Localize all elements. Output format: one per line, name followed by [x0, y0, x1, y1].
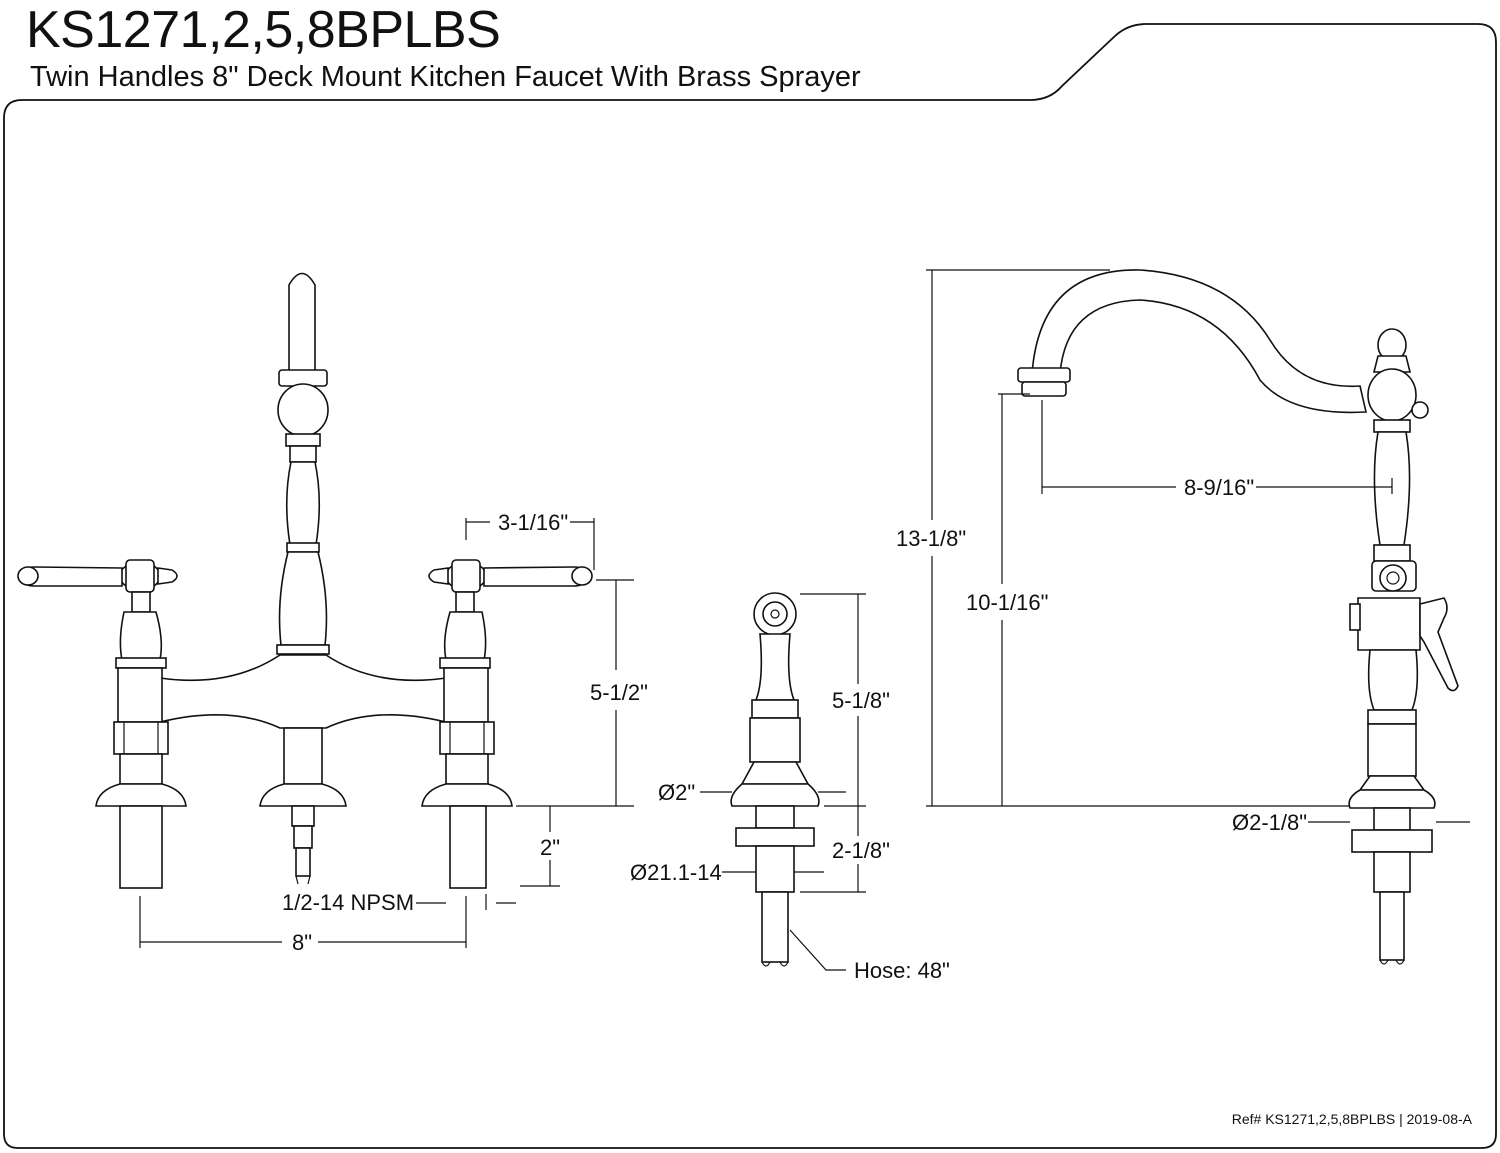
- page-title: KS1271,2,5,8BPLBS: [26, 1, 501, 59]
- dim-total-height: 13-1/8": [896, 526, 966, 551]
- dim-sprayer-base: Ø2": [658, 780, 695, 805]
- side-dimension-lines: [926, 269, 1470, 823]
- dim-spout-height: 10-1/16": [966, 590, 1048, 615]
- side-view: [926, 269, 1470, 965]
- dim-shank-length: 2": [540, 835, 560, 860]
- front-view: [17, 272, 634, 948]
- dim-sprayer-shank: 2-1/8": [832, 838, 890, 863]
- dim-sprayer-height: 5-1/8": [832, 688, 890, 713]
- front-dimension-lines: [139, 518, 634, 948]
- dim-handle-offset: 3-1/16": [498, 510, 568, 535]
- drawing-frame: [3, 23, 1497, 1149]
- dim-thread: 1/2-14 NPSM: [282, 890, 414, 915]
- reference-number: Ref# KS1271,2,5,8BPLBS | 2019-08-A: [1231, 1111, 1472, 1127]
- sprayer-dimension-lines: [700, 593, 866, 971]
- dim-side-base: Ø2-1/8": [1232, 810, 1307, 835]
- dim-body-height: 5-1/2": [590, 680, 648, 705]
- right-valve: [421, 559, 593, 889]
- dim-spout-reach: 8-9/16": [1184, 475, 1254, 500]
- dim-sprayer-thread: Ø21.1-14: [630, 860, 722, 885]
- left-valve: [17, 559, 187, 889]
- sprayer-view: [700, 592, 866, 971]
- page-subtitle: Twin Handles 8" Deck Mount Kitchen Fauce…: [30, 61, 861, 93]
- dim-hose: Hose: 48": [854, 958, 950, 983]
- dim-center-spread: 8": [292, 930, 312, 955]
